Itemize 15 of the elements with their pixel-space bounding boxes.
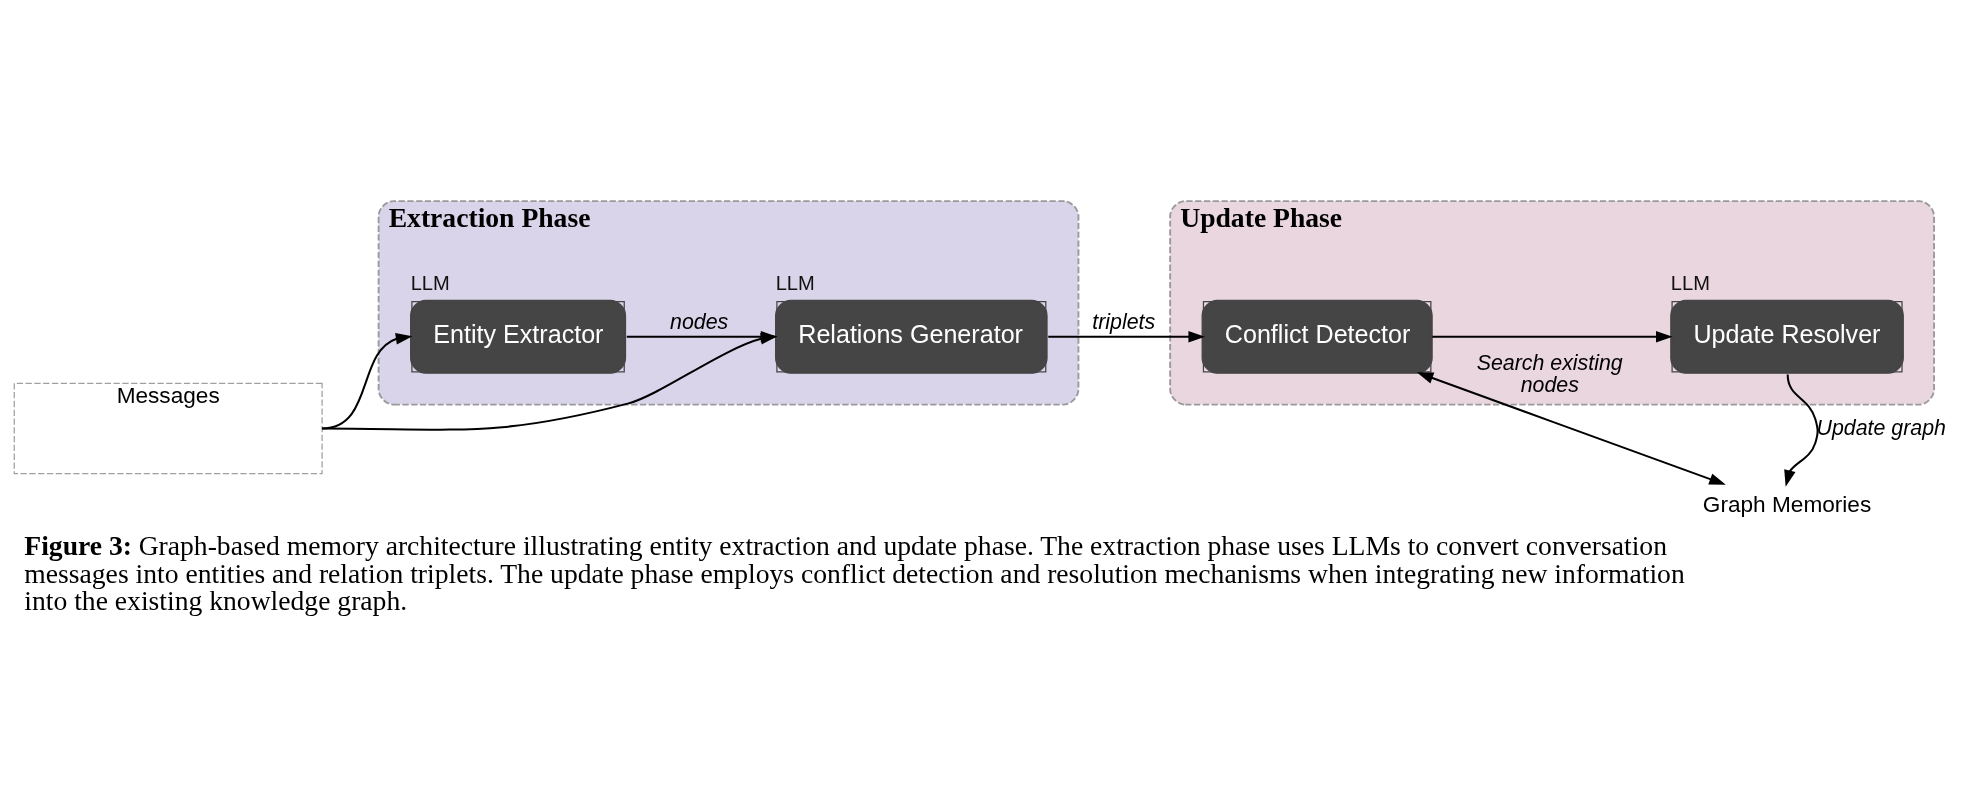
caption: Figure 3: Graph-based memory architecture illustrating entity extraction and update phase. The extraction phase uses LLMs to convert conversation messages into entities and relation triplets. The update phase employs conflict detection and resolution mechanisms when integrating new information into the existing knowledge graph.	[24, 529, 1685, 616]
edge-label: Update graph	[1816, 415, 1946, 440]
node-label: LLM	[775, 271, 815, 294]
arrow	[1784, 373, 1819, 487]
arrow	[1048, 330, 1205, 343]
arrow	[321, 332, 413, 429]
node-text: Graph Memories	[1702, 491, 1872, 517]
node-label: LLM	[410, 271, 450, 294]
node-box: Messages	[13, 382, 323, 474]
arrow	[1432, 330, 1673, 343]
edge-label: triplets	[1092, 309, 1156, 334]
node-label: LLM	[1670, 271, 1710, 294]
arrow	[1416, 371, 1726, 485]
edge-label: nodes	[670, 309, 729, 334]
edge-label: Search existing nodes	[1476, 350, 1623, 397]
